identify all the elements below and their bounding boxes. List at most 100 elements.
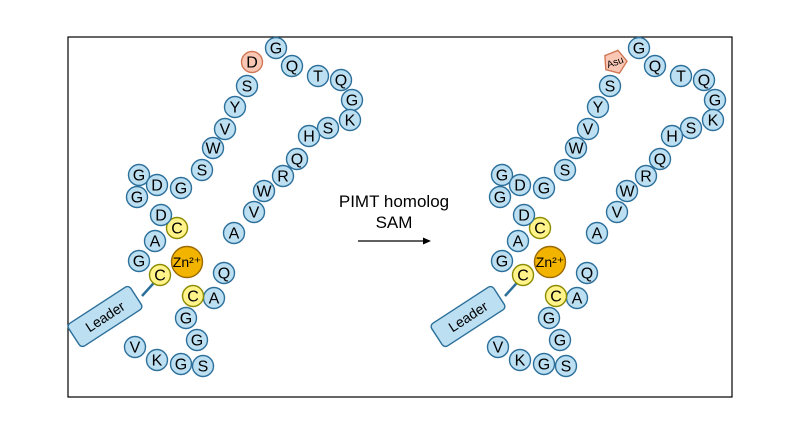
residue: G — [169, 176, 193, 200]
residue-letter: D — [246, 55, 258, 72]
residue: V — [576, 117, 600, 141]
residue: R — [271, 164, 295, 188]
residue-letter: S — [323, 121, 334, 138]
residue-letter: S — [560, 163, 571, 180]
residue-circle — [222, 221, 246, 245]
residue-circle — [576, 117, 600, 141]
residue: G — [488, 185, 512, 209]
residue: G — [537, 306, 561, 330]
residue-circle — [532, 176, 556, 200]
residue-circle — [508, 348, 532, 372]
residue-letter: A — [592, 226, 603, 243]
residue-circle — [488, 185, 512, 209]
residue: S — [235, 74, 259, 98]
residue: A — [565, 286, 589, 310]
aspartimide-residue: Asu — [604, 49, 628, 75]
residue: T — [669, 64, 693, 88]
residue: G — [532, 352, 556, 376]
residue-circle — [506, 229, 530, 253]
residue-letter: V — [220, 122, 231, 139]
aspartimide-shape — [604, 49, 628, 75]
residue-letter: G — [496, 254, 508, 271]
residue-circle — [669, 64, 693, 88]
residue-letter: D — [151, 178, 163, 195]
residue-letter: D — [514, 178, 526, 195]
residue-letter: Q — [649, 59, 661, 76]
residue-circle — [512, 203, 536, 227]
residue-circle — [701, 108, 725, 132]
residue-circle — [329, 68, 353, 92]
residue-letter: D — [518, 208, 530, 225]
residue: D — [512, 203, 536, 227]
residue-circle — [634, 164, 658, 188]
residue-circle — [201, 136, 225, 160]
zinc-label: Zn²⁺ — [173, 254, 201, 270]
residue: G — [125, 185, 149, 209]
residue-letter: G — [133, 254, 145, 271]
residue-letter: A — [209, 291, 220, 308]
residue-letter: T — [313, 69, 323, 86]
residue: H — [660, 124, 684, 148]
residue-letter: W — [256, 184, 272, 201]
residue-letter: S — [198, 359, 209, 376]
residue: G — [127, 163, 151, 187]
residue: G — [532, 176, 556, 200]
residue-circle — [264, 36, 288, 60]
zinc-circle — [170, 245, 204, 279]
residue-circle — [648, 147, 672, 171]
residue: S — [598, 74, 622, 98]
residue-circle — [252, 179, 276, 203]
residue-letter: Q — [335, 73, 347, 90]
residue-circle — [169, 352, 193, 376]
residue: W — [252, 179, 276, 203]
residue-letter: R — [277, 169, 289, 186]
residue: Q — [575, 261, 599, 285]
residue-circle — [564, 136, 588, 160]
residue-circle — [145, 348, 169, 372]
cysteine-residue: C — [528, 216, 552, 240]
residue: S — [191, 354, 215, 378]
residue: S — [553, 158, 577, 182]
residue-letter: Q — [581, 266, 593, 283]
residue-circle — [679, 116, 703, 140]
residue-letter: V — [583, 122, 594, 139]
residue-circle — [223, 95, 247, 119]
residue-letter: K — [515, 353, 526, 370]
residue: Q — [280, 54, 304, 78]
residue: D — [508, 173, 532, 197]
residue-letter: G — [180, 311, 192, 328]
residue-circle — [181, 284, 205, 308]
residue: A — [585, 221, 609, 245]
residue-circle — [553, 158, 577, 182]
arrow-label-cofactor: SAM — [376, 213, 413, 232]
residue: G — [548, 328, 572, 352]
residue-letter: G — [496, 168, 508, 185]
residue-letter: Q — [654, 152, 666, 169]
residue-letter: G — [175, 357, 187, 374]
residue: A — [143, 229, 167, 253]
residue-letter: V — [493, 340, 504, 357]
arrow-head — [423, 237, 431, 245]
residue-circle — [127, 163, 151, 187]
residue: K — [338, 108, 362, 132]
residue-letter: G — [633, 41, 645, 58]
residue: Q — [692, 68, 716, 92]
residue-circle — [125, 185, 149, 209]
cysteine-residue: C — [544, 284, 568, 308]
residue-circle — [148, 263, 172, 287]
aspartate-residue: D — [240, 50, 264, 74]
residue: G — [490, 249, 514, 273]
residue-circle — [191, 354, 215, 378]
residue-letter: V — [249, 205, 260, 222]
residue: G — [185, 328, 209, 352]
residue: G — [703, 88, 727, 112]
residue-circle — [143, 229, 167, 253]
residue-circle — [486, 335, 510, 359]
residue-circle — [185, 328, 209, 352]
residue-letter: C — [534, 221, 546, 238]
residue: Q — [285, 147, 309, 171]
residue-letter: G — [133, 168, 145, 185]
reaction-arrow: PIMT homolog SAM — [339, 192, 449, 245]
residue-circle — [660, 124, 684, 148]
